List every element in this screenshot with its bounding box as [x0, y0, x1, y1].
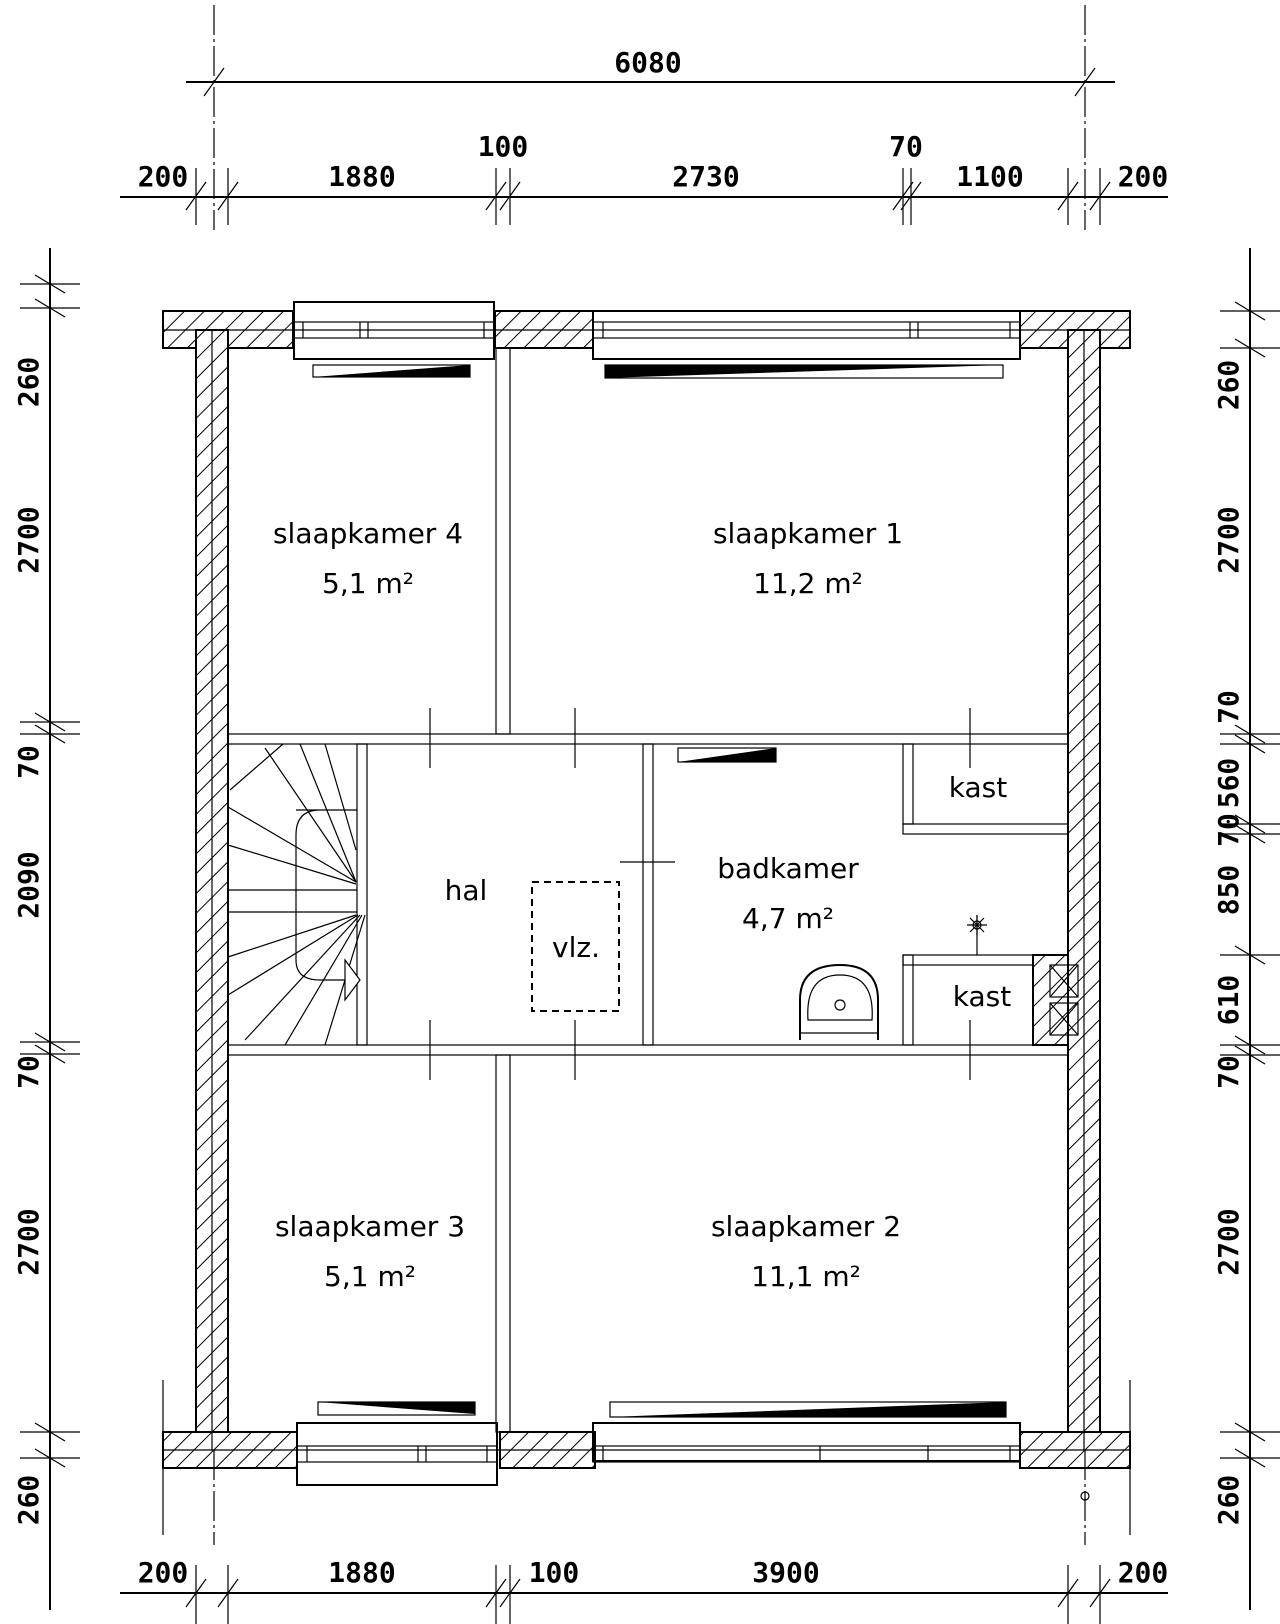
room-slaapkamer-2-area: 11,1 m²	[751, 1260, 861, 1293]
top-dim-0: 200	[138, 160, 189, 193]
top-dim-4: 70	[889, 130, 923, 163]
top-dim-6: 200	[1118, 160, 1169, 193]
top-dim-5: 1100	[956, 160, 1023, 193]
right-dim-7: 70	[1212, 1055, 1245, 1089]
right-dim-1: 2700	[1212, 506, 1245, 573]
interior-walls	[227, 347, 1079, 1433]
overall-width-label: 6080	[614, 46, 681, 79]
right-dim-9: 260	[1212, 1475, 1245, 1526]
room-kast-bottom-name: kast	[953, 980, 1011, 1013]
room-slaapkamer-4-name: slaapkamer 4	[273, 517, 463, 550]
room-hal-name: hal	[445, 874, 488, 907]
room-slaapkamer-1-area: 11,2 m²	[753, 567, 863, 600]
window-bottom-left	[296, 1401, 498, 1486]
staircase	[227, 743, 366, 1046]
window-badkamer	[677, 747, 777, 763]
room-slaapkamer-3-area: 5,1 m²	[324, 1260, 416, 1293]
bottom-dimension-lines	[120, 1380, 1168, 1624]
bottom-dim-2: 100	[529, 1556, 580, 1589]
left-dim-6: 260	[12, 1475, 45, 1526]
right-dim-3: 560	[1212, 758, 1245, 809]
right-dim-4: 70	[1212, 813, 1245, 847]
washbasin-icon	[799, 963, 879, 1040]
bottom-dim-4: 200	[1118, 1556, 1169, 1589]
right-dim-8: 2700	[1212, 1208, 1245, 1275]
bottom-dim-0: 200	[138, 1556, 189, 1589]
top-dim-3: 2730	[672, 160, 739, 193]
room-slaapkamer-4-area: 5,1 m²	[322, 567, 414, 600]
top-dim-1: 1880	[328, 160, 395, 193]
light-fixture-icon	[967, 915, 987, 955]
window-top-left	[293, 301, 495, 378]
room-badkamer-area: 4,7 m²	[742, 902, 834, 935]
bottom-dim-1: 1880	[328, 1556, 395, 1589]
left-dim-3: 2090	[12, 851, 45, 918]
window-bottom-right	[592, 1401, 1021, 1463]
left-dim-0: 260	[12, 357, 45, 408]
right-dim-5: 850	[1212, 865, 1245, 916]
left-dim-5: 2700	[12, 1208, 45, 1275]
room-kast-top-name: kast	[949, 771, 1007, 804]
right-dim-0: 260	[1212, 360, 1245, 411]
bottom-dim-3: 3900	[752, 1556, 819, 1589]
window-top-right	[592, 310, 1021, 379]
left-dimension-lines	[20, 248, 80, 1610]
left-dim-4: 70	[12, 1055, 45, 1089]
room-slaapkamer-1-name: slaapkamer 1	[713, 517, 903, 550]
exterior-walls	[162, 310, 1131, 1469]
left-dim-2: 70	[12, 745, 45, 779]
room-badkamer-name: badkamer	[717, 852, 859, 885]
left-dim-1: 2700	[12, 506, 45, 573]
room-slaapkamer-2-name: slaapkamer 2	[711, 1210, 901, 1243]
right-dim-6: 610	[1212, 975, 1245, 1026]
room-vlz-name: vlz.	[552, 931, 600, 964]
right-dimension-lines	[1220, 248, 1280, 1610]
top-dimension-lines	[120, 5, 1168, 230]
top-dim-2: 100	[478, 130, 529, 163]
right-dim-2: 70	[1212, 690, 1245, 724]
room-slaapkamer-3-name: slaapkamer 3	[275, 1210, 465, 1243]
